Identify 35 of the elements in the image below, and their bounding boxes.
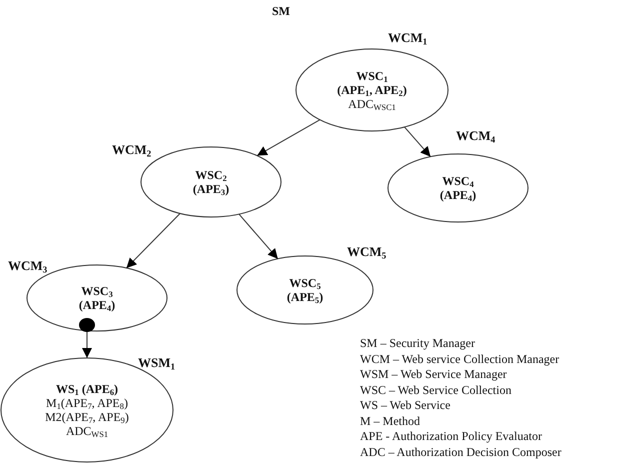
node-text: M2(APE$_{7}$, APE$_{9}$) <box>45 410 129 424</box>
node-text: WSC$_{3}$ <box>81 284 113 298</box>
node-text: (APE$_{4}$) <box>440 188 476 202</box>
node-text: WS$_{1}$ (APE$_{6}$) <box>56 382 118 396</box>
abbreviation-key: SM – Security Manager <box>360 336 475 351</box>
node-caption: WCM$_{2}$ <box>112 142 152 158</box>
arrow <box>256 119 320 156</box>
abbreviation-key: WSM – Web Service Manager <box>360 367 507 382</box>
abbreviation-key: APE - Authorization Policy Evaluator <box>360 429 542 444</box>
node-text: (APE$_{1}$, APE$_{2}$) <box>337 83 407 97</box>
node-text: WSC$_{2}$ <box>195 168 227 182</box>
node-text: (APE$_{5}$) <box>286 290 324 304</box>
node-text: (APE$_{4}$) <box>78 298 116 312</box>
diagram-heading: SM <box>272 4 290 19</box>
arrow <box>82 330 92 358</box>
node-caption: WCM$_{3}$ <box>8 258 48 274</box>
node-text: WSC$_{4}$ <box>442 174 474 188</box>
node-caption: WCM$_{1}$ <box>388 30 428 46</box>
node-text: WSC$_{1}$ <box>356 69 388 83</box>
abbreviation-key: M – Method <box>360 414 420 428</box>
node-text: (APE$_{3}$) <box>192 182 230 196</box>
node-caption: WSM$_{1}$ <box>138 355 176 371</box>
node-text: ADC$_{WSC1}$ <box>348 97 396 111</box>
abbreviation-key: WS – Web Service <box>360 398 450 413</box>
arrow <box>126 212 181 269</box>
node-caption: WCM$_{4}$ <box>456 128 496 144</box>
node-text: M$_{1}$(APE$_{7}$, APE$_{8}$) <box>46 396 128 410</box>
abbreviation-key: ADC – Authorization Decision Composer <box>360 444 562 460</box>
abbreviation-key: WSC – Web Service Collection <box>360 382 512 398</box>
node-caption: WCM$_{5}$ <box>347 244 386 260</box>
node-text: WSC$_{5}$ <box>289 276 321 290</box>
arrow <box>404 126 432 158</box>
arrow <box>238 214 278 260</box>
node-text: ADC$_{WS1}$ <box>66 424 108 438</box>
abbreviation-key: WCM – Web service Collection Manager <box>360 352 560 366</box>
